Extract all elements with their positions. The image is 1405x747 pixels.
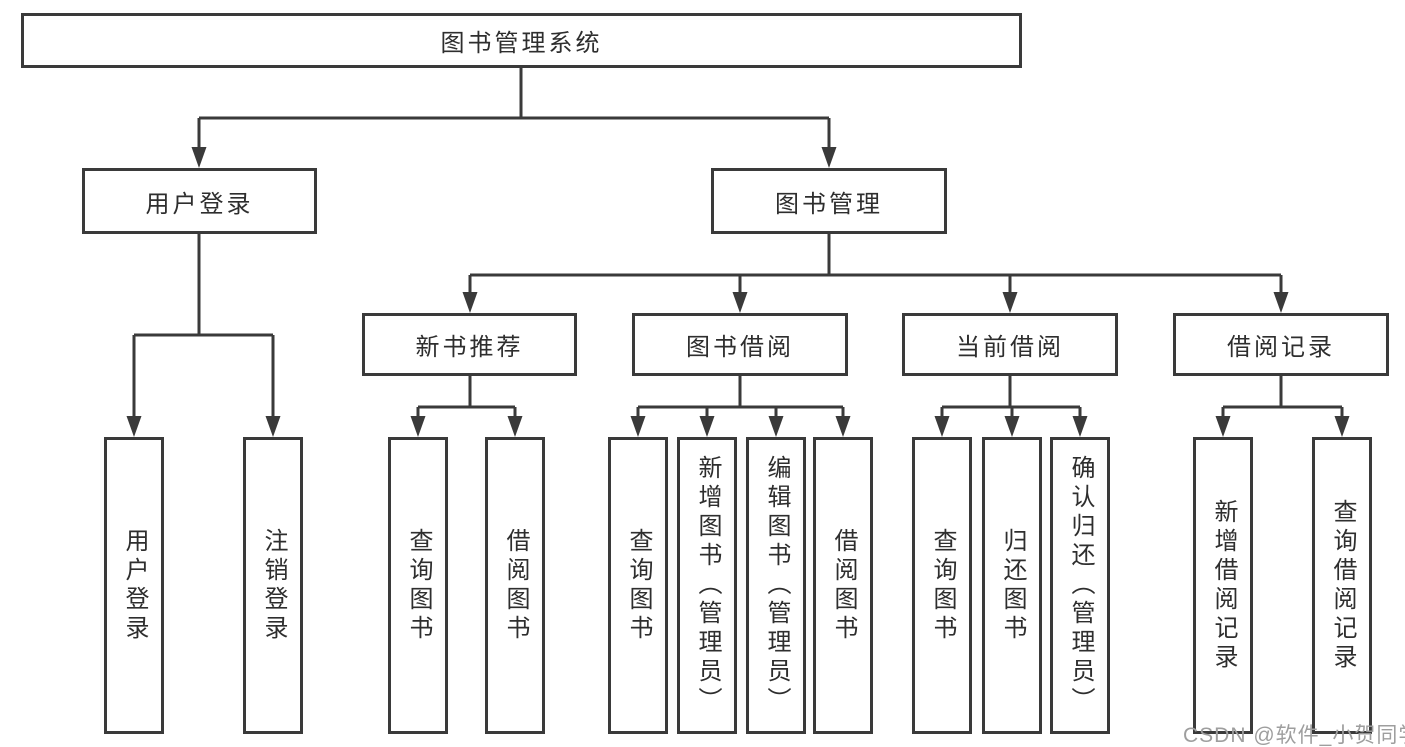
leaf-query-book-borrow: 查询图书 [608,437,668,734]
leaf-query-book-recommend: 查询图书 [388,437,448,734]
leaf-label: 归还图书 [999,527,1026,644]
leaf-label: 查询图书 [405,527,432,644]
leaf-label: 查询图书 [625,527,652,644]
node-label: 借阅记录 [1227,334,1335,361]
leaf-add-borrow-record: 新增借阅记录 [1193,437,1253,734]
node-current-borrow: 当前借阅 [902,313,1118,376]
leaf-label: 借阅图书 [830,527,857,644]
leaf-label: 新增图书（管理员） [694,455,721,716]
leaf-label: 注销登录 [260,527,287,644]
node-label: 新书推荐 [415,334,524,361]
leaf-borrow-book-recommend: 借阅图书 [485,437,545,734]
leaf-query-book-current: 查询图书 [912,437,972,734]
node-label: 图书借阅 [686,334,794,361]
leaf-confirm-return-admin: 确认归还（管理员） [1050,437,1110,734]
leaf-query-borrow-record: 查询借阅记录 [1312,437,1372,734]
node-borrow-records: 借阅记录 [1173,313,1389,376]
node-book-management: 图书管理 [711,168,947,234]
leaf-add-book-admin: 新增图书（管理员） [677,437,737,734]
node-library-management-system: 图书管理系统 [21,13,1022,68]
leaf-borrow-book: 借阅图书 [813,437,873,734]
leaf-label: 查询图书 [929,527,956,644]
leaf-label: 编辑图书（管理员） [763,455,790,716]
node-label: 图书管理系统 [440,30,603,57]
leaf-label: 借阅图书 [502,527,529,644]
node-label: 当前借阅 [956,334,1064,361]
node-label: 图书管理 [775,190,883,218]
leaf-label: 用户登录 [121,527,148,644]
leaf-label: 确认归还（管理员） [1067,455,1094,716]
leaf-label: 查询借阅记录 [1329,498,1356,673]
leaf-logout: 注销登录 [243,437,303,734]
node-new-book-recommend: 新书推荐 [362,313,577,376]
node-book-borrow: 图书借阅 [632,313,848,376]
node-label: 用户登录 [145,190,254,218]
leaf-return-book: 归还图书 [982,437,1042,734]
leaf-label: 新增借阅记录 [1210,498,1237,673]
node-user-login: 用户登录 [82,168,317,234]
csdn-watermark: CSDN @软件_小贺同学 [1183,724,1405,747]
leaf-edit-book-admin: 编辑图书（管理员） [746,437,806,734]
leaf-user-login: 用户登录 [104,437,164,734]
